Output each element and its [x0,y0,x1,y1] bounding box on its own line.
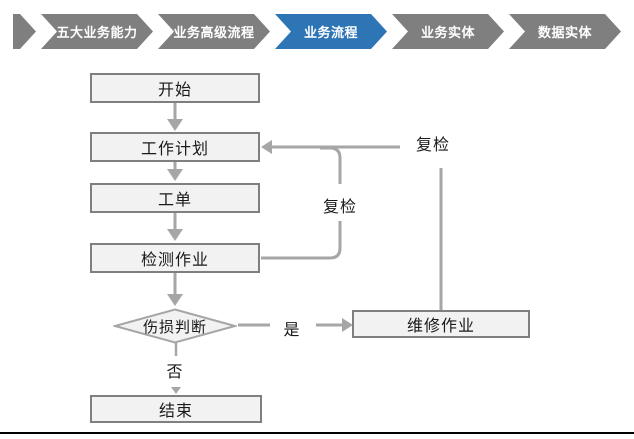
arrowhead-right-icon [342,318,353,332]
breadcrumb: 五大业务能力 业务高级流程 业务流程 业务实体 数据实体 [13,14,621,49]
arrowhead-down-small-icon [171,387,181,394]
tab-1[interactable]: 业务高级流程 [158,14,270,49]
tab-label: 业务流程 [303,25,358,40]
recheck-left-loop-lower [261,221,342,260]
node-end: 结束 [90,395,262,423]
tab-label: 业务实体 [420,25,475,40]
edge-label-recheck-left: 复检 [322,199,357,216]
tab-4[interactable]: 数据实体 [509,14,621,49]
edge-label-recheck-right: 复检 [415,137,450,154]
arrowhead-down-icon [167,294,183,306]
edge-label-no: 否 [166,364,184,381]
recheck-left-loop-upper [320,146,342,184]
tab-0[interactable]: 五大业务能力 [41,14,153,49]
node-start: 开始 [90,73,260,103]
arrowhead-down-icon [167,229,183,241]
tab-2[interactable]: 业务流程 [275,14,387,49]
arrowhead-down-icon [167,119,183,131]
decision-label: 伤损判断 [142,318,207,336]
node-repair-job: 维修作业 [352,310,530,338]
diamond-shape-icon [113,308,237,344]
node-damage-decision: 伤损判断 [113,308,237,344]
tab-3[interactable]: 业务实体 [392,14,504,49]
node-work-plan: 工作计划 [90,132,260,162]
edge-label-yes: 是 [283,322,301,339]
node-inspection-job: 检测作业 [90,243,260,273]
tab-label: 五大业务能力 [56,25,138,40]
bottom-divider [0,432,634,434]
tab-label: 业务高级流程 [173,25,255,40]
tab-label: 数据实体 [537,25,592,40]
arrowhead-left-icon [261,140,272,154]
arrowhead-down-icon [167,169,183,181]
node-work-order: 工单 [90,183,260,213]
